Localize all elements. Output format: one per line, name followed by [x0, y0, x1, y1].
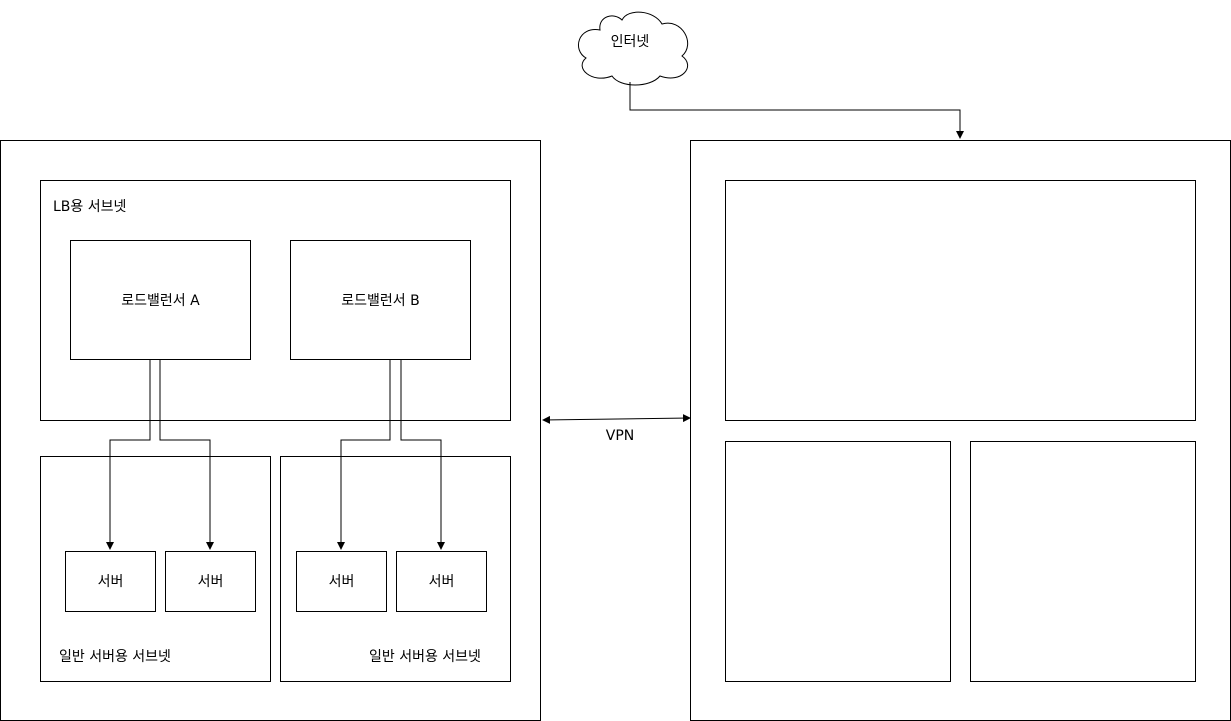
- internet-link: [629, 82, 964, 139]
- server-label: 서버: [328, 574, 355, 590]
- server-1b[interactable]: 서버: [165, 551, 256, 612]
- lb-subnet-label: LB용 서브넷: [53, 199, 127, 215]
- server-subnet-2-label: 일반 서버용 서브넷: [369, 649, 481, 665]
- vpn-link: [542, 414, 691, 424]
- load-balancer-a-label: 로드밸런서 A: [121, 293, 200, 309]
- server-label: 서버: [428, 574, 455, 590]
- cloud-icon: [577, 11, 689, 86]
- server-2a[interactable]: 서버: [296, 551, 387, 612]
- load-balancer-a[interactable]: 로드밸런서 A: [70, 240, 251, 360]
- internet-cloud[interactable]: 인터넷: [577, 11, 689, 86]
- server-2b[interactable]: 서버: [396, 551, 487, 612]
- server-label: 서버: [97, 574, 124, 590]
- load-balancer-b[interactable]: 로드밸런서 B: [290, 240, 471, 360]
- right-bottom-right-subnet: [970, 441, 1196, 682]
- load-balancer-b-label: 로드밸런서 B: [341, 293, 420, 309]
- internet-label: 인터넷: [611, 34, 650, 50]
- right-top-subnet: [725, 180, 1196, 421]
- server-subnet-1-label: 일반 서버용 서브넷: [59, 649, 171, 665]
- right-bottom-left-subnet: [725, 441, 951, 682]
- server-label: 서버: [197, 574, 224, 590]
- vpn-label: VPN: [606, 428, 635, 444]
- server-1a[interactable]: 서버: [65, 551, 156, 612]
